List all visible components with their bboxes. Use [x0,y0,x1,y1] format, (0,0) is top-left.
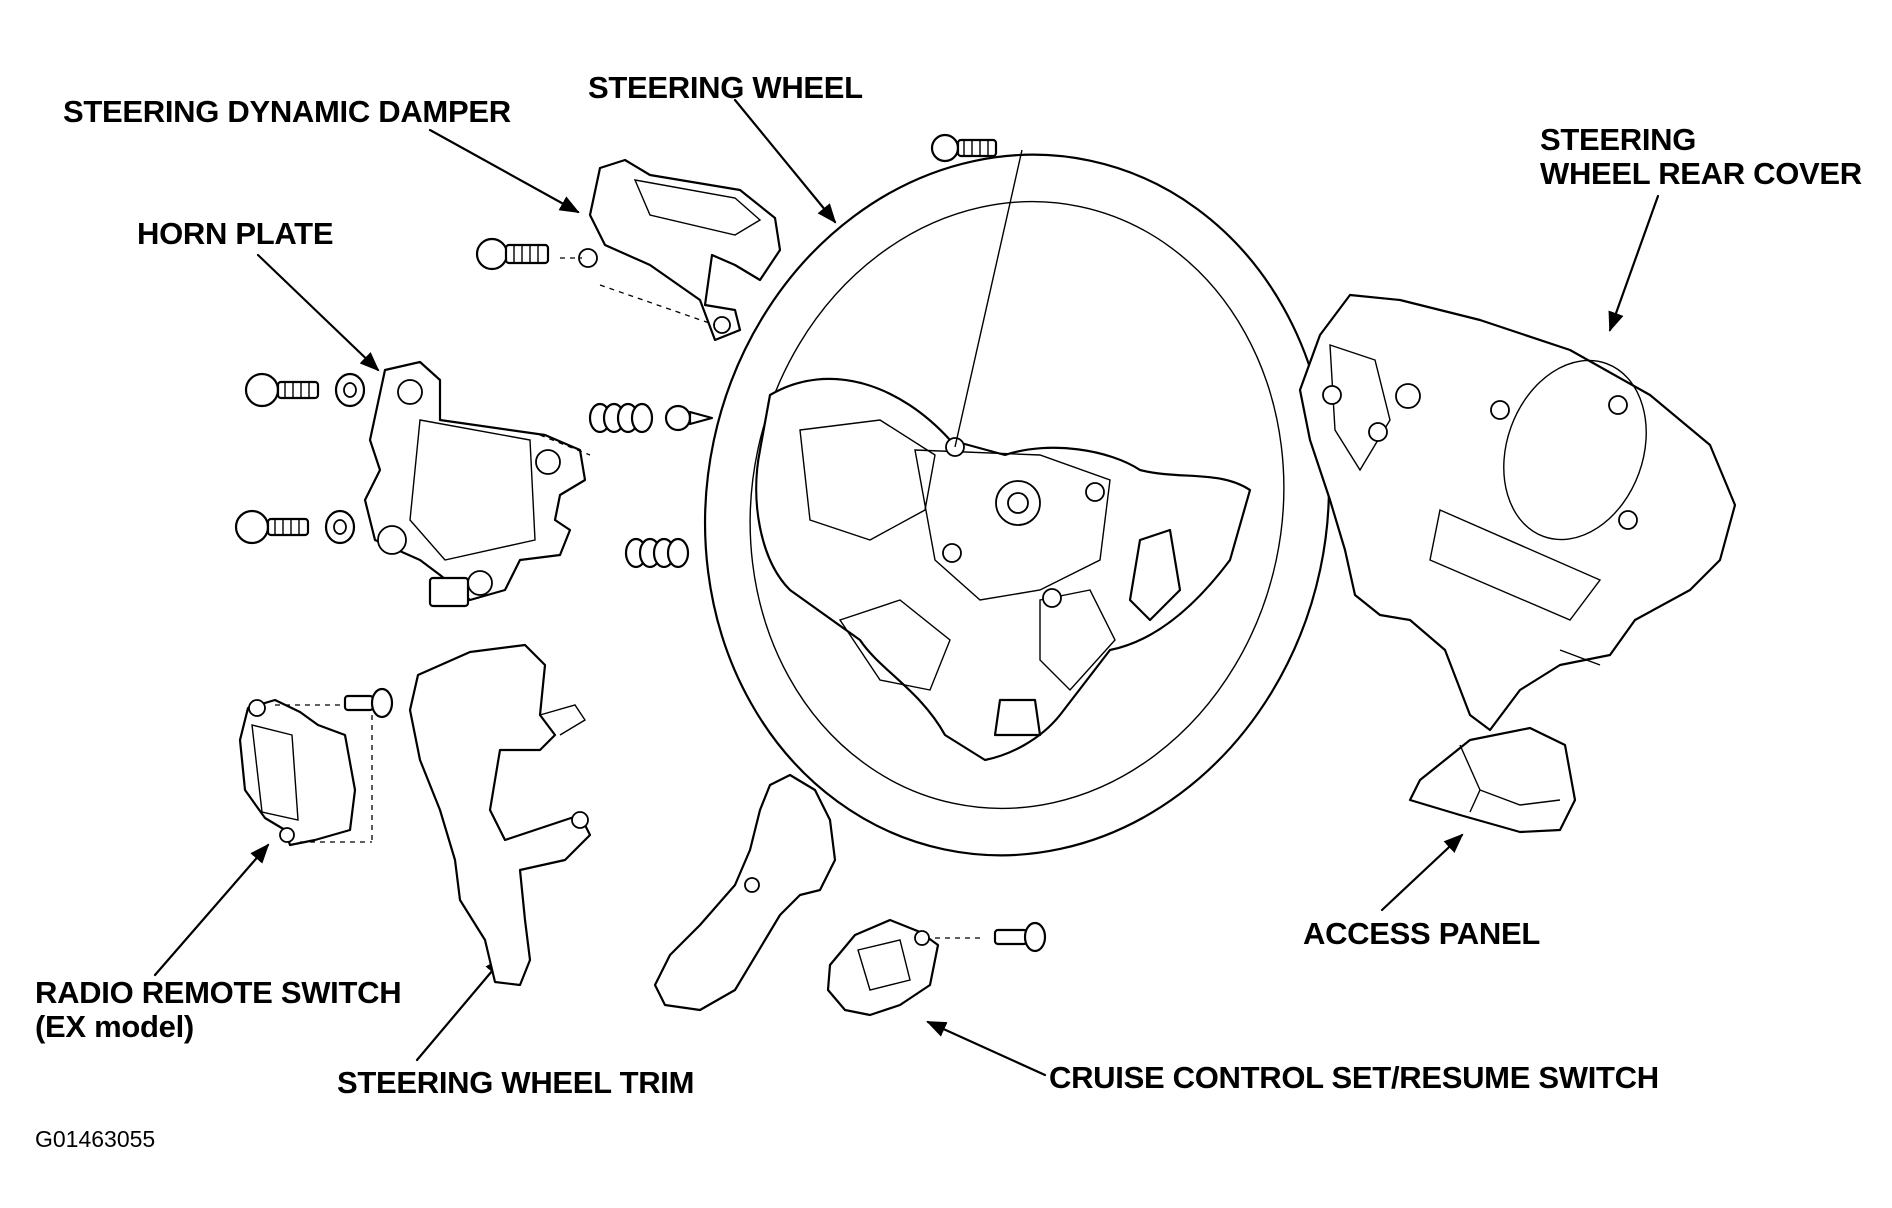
label-access-panel: ACCESS PANEL [1303,916,1540,951]
label-radio-remote-switch-line1: RADIO REMOTE SWITCH [35,975,402,1010]
bolt-radio [343,687,394,719]
steering-wheel-trim-part [408,643,592,987]
horn-bolts [234,372,366,545]
label-rear-cover-line2: WHEEL REAR COVER [1540,156,1862,191]
label-horn-plate: HORN PLATE [137,216,334,251]
steering-wheel-part [703,149,1331,857]
access-panel-part [1408,726,1577,834]
label-steering-wheel: STEERING WHEEL [588,70,863,105]
rear-cover-part [1298,293,1737,732]
springs [588,402,714,569]
figure-code: G01463055 [35,1126,156,1152]
label-cruise-control-switch: CRUISE CONTROL SET/RESUME SWITCH [1049,1060,1659,1095]
label-steering-wheel-trim: STEERING WHEEL TRIM [337,1065,695,1100]
bolt-top [930,133,998,163]
cruise-control-switch-part [826,918,985,1017]
horn-plate-part [363,360,591,608]
label-radio-remote-switch-line2: (EX model) [35,1009,194,1044]
right-trim-part [653,773,837,1012]
bolt-cruise [993,921,1047,953]
label-rear-cover-line1: STEERING [1540,122,1697,157]
bolt-damper [475,237,550,271]
label-steering-dynamic-damper: STEERING DYNAMIC DAMPER [63,94,511,129]
dynamic-damper-part [560,158,782,342]
radio-remote-switch-part [238,698,373,847]
leader-arrows [153,98,1660,1077]
